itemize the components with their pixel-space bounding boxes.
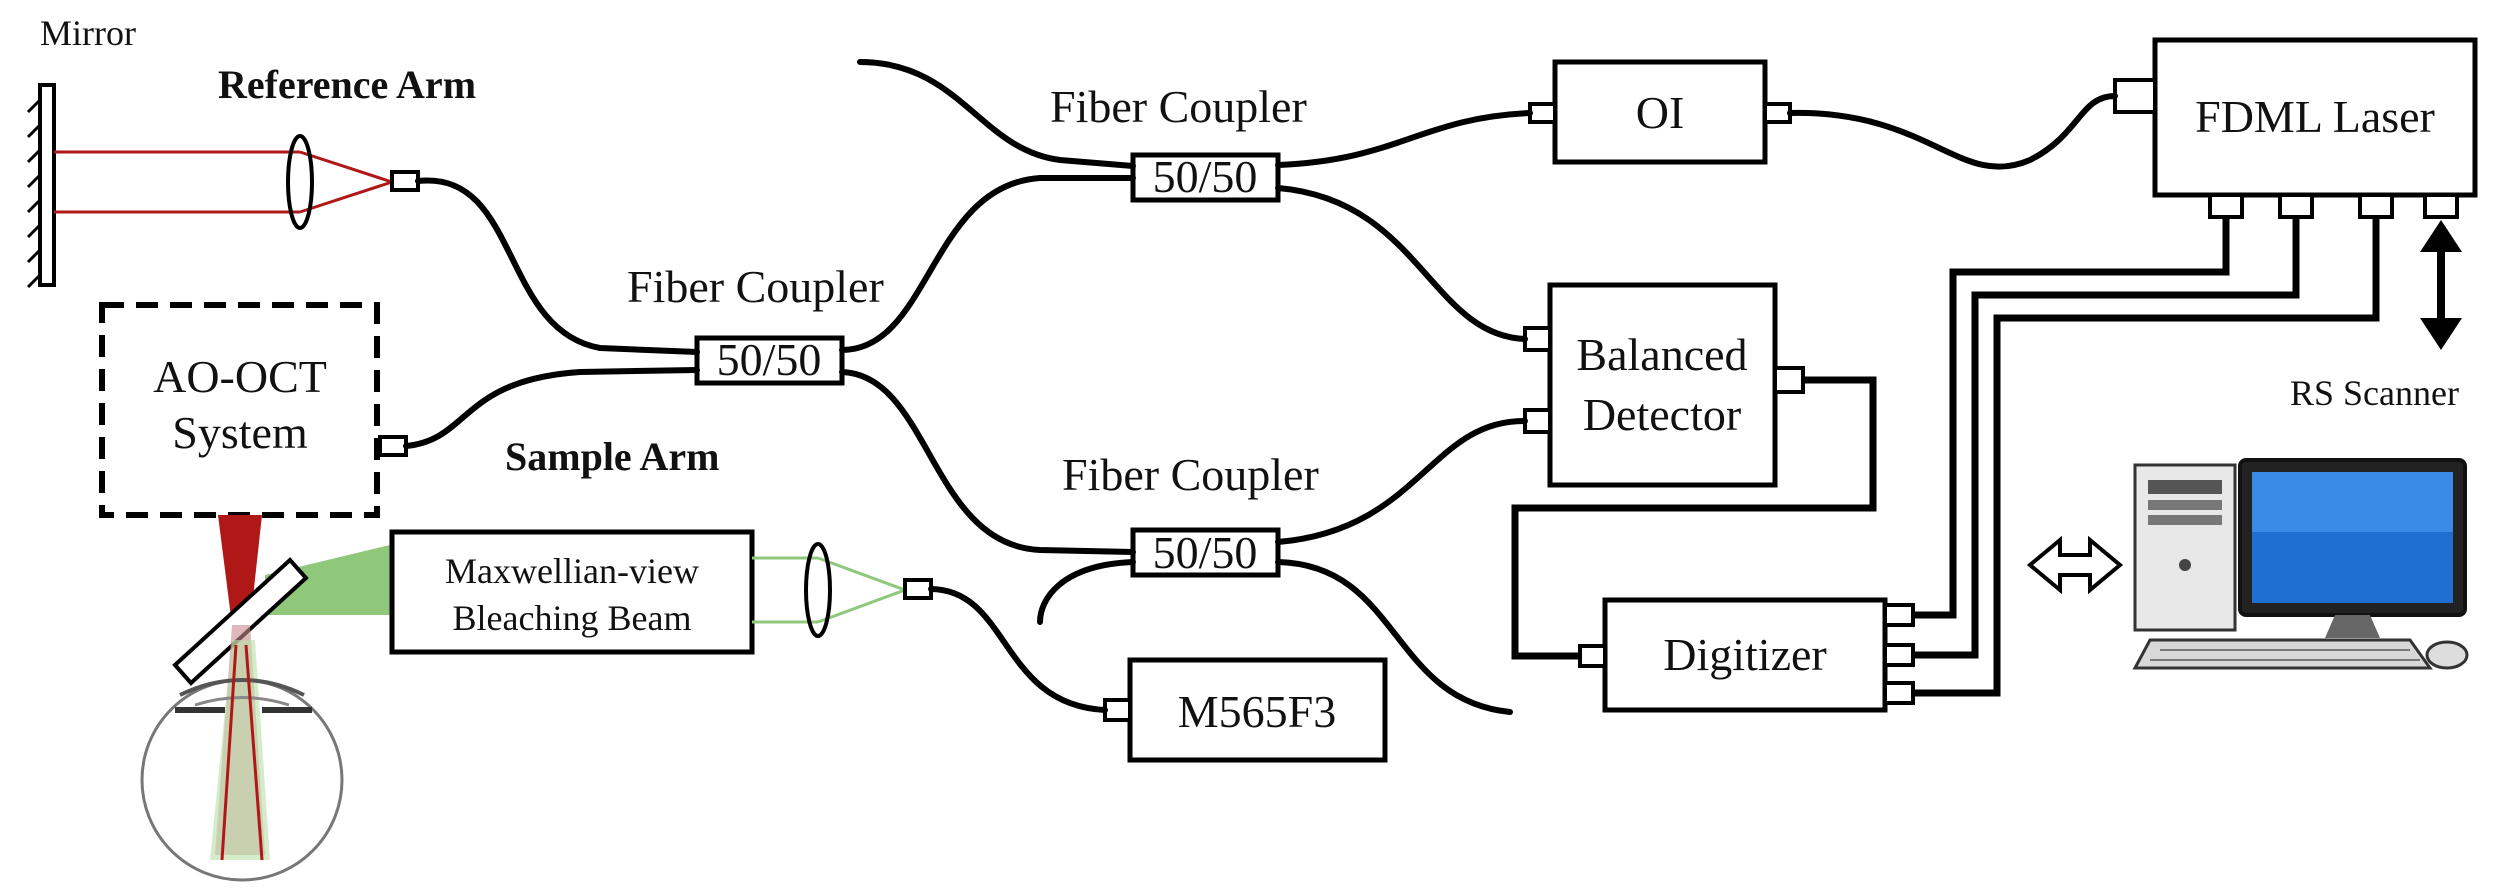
m565f3-port	[1103, 698, 1132, 722]
computer-icon	[2132, 458, 2469, 670]
reference-beam	[54, 150, 393, 214]
oi-port-in	[1528, 102, 1557, 124]
balanced-detector-line2: Detector	[1583, 389, 1741, 440]
balanced-port-in2	[1523, 408, 1552, 434]
ao-oct-label-line2: System	[172, 407, 308, 458]
balanced-port-in1	[1523, 326, 1552, 352]
fiber-coupler-bottom-ratio: 50/50	[1153, 527, 1258, 578]
ao-oct-label-line1: AO-OCT	[153, 351, 327, 402]
fiber-coupler-top	[1130, 152, 1281, 203]
optical-isolator-box	[1552, 59, 1768, 165]
sample-fiber-port	[378, 435, 408, 457]
maxwellian-bleaching-box	[389, 529, 755, 655]
lens-icon	[286, 134, 314, 230]
fiber-coupler-left-ratio: 50/50	[717, 334, 822, 385]
bleaching-fiber-port	[903, 578, 933, 600]
lens-icon	[804, 542, 832, 638]
fiber-coupler-bottom	[1130, 527, 1281, 578]
reference-arm-label: Reference Arm	[218, 62, 476, 107]
ao-oct-system-box	[99, 302, 380, 518]
electrical-cables	[1511, 217, 2380, 697]
bleaching-beam-to-splitter	[265, 545, 390, 615]
sample-arm-label: Sample Arm	[505, 434, 719, 479]
fdml-laser-port-2	[2278, 193, 2314, 219]
fiber-coupler-bottom-label: Fiber Coupler	[1062, 449, 1319, 500]
fiber-coupler-left-label: Fiber Coupler	[627, 261, 884, 312]
digitizer-port-out3	[1883, 681, 1915, 705]
fdml-laser-label: FDML Laser	[2195, 91, 2435, 142]
double-arrow-icon	[2420, 220, 2462, 350]
fdml-laser-port-optical	[2113, 78, 2157, 114]
fiber-coupler-top-ratio: 50/50	[1153, 151, 1258, 202]
digitizer-port-out1	[1883, 603, 1915, 627]
oi-port-out	[1763, 102, 1792, 124]
beam-splitter-icon	[172, 557, 309, 686]
fdml-laser-port-4	[2423, 193, 2459, 219]
optical-fibers	[403, 59, 2118, 715]
mirror-label: Mirror	[40, 13, 136, 53]
optical-isolator-label: OI	[1636, 87, 1685, 138]
m565f3-label: M565F3	[1178, 686, 1336, 737]
rs-scanner-label: RS Scanner	[2290, 373, 2459, 413]
bleaching-beam-lines	[752, 556, 906, 624]
balanced-detector-line1: Balanced	[1576, 329, 1747, 380]
m565f3-box	[1127, 657, 1388, 763]
fiber-coupler-top-label: Fiber Coupler	[1050, 81, 1307, 132]
maxwellian-label-line2: Bleaching Beam	[453, 598, 692, 638]
eye-icon	[140, 625, 344, 882]
fdml-laser-port-1	[2208, 193, 2244, 219]
digitizer-label: Digitizer	[1663, 629, 1827, 680]
fdml-laser-port-3	[2358, 193, 2394, 219]
digitizer-port-in	[1578, 644, 1607, 668]
fdml-laser-box	[2152, 37, 2478, 198]
digitizer-port-out2	[1883, 643, 1915, 667]
maxwellian-label-line1: Maxwellian-view	[445, 551, 699, 591]
fiber-coupler-left	[694, 335, 845, 386]
double-arrow-icon	[2026, 535, 2124, 595]
balanced-port-out	[1773, 366, 1805, 394]
reference-fiber-port	[390, 170, 420, 192]
mirror-icon	[26, 83, 56, 289]
balanced-detector-box	[1547, 282, 1778, 488]
